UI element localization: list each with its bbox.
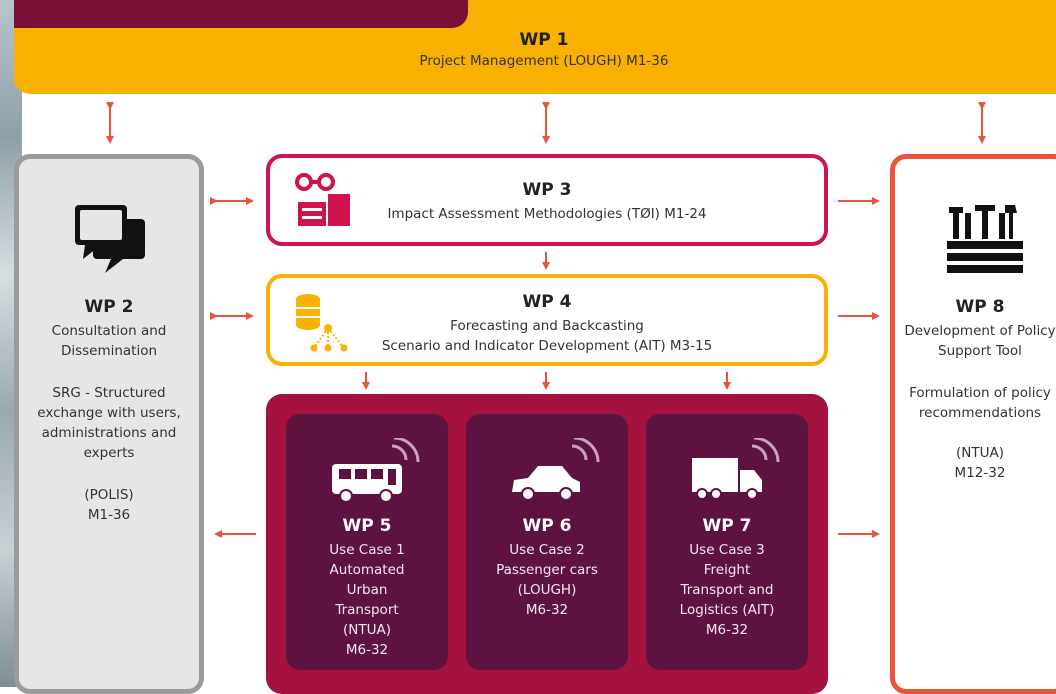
connected-bus-icon [332,438,420,503]
wp1-subtitle: Project Management (LOUGH) M1-36 [419,53,669,69]
wp2-desc2: SRG - Structured exchange with users, ad… [37,385,181,461]
wp8-desc1: Development of Policy Support Tool [904,323,1056,359]
connected-car-icon [512,438,600,501]
use-cases-container: WP 5 Use Case 1 Automated Urban Transpor… [266,394,828,694]
wp2-desc3: (POLIS) M1-36 [84,487,134,523]
wp3-box: WP 3 Impact Assessment Methodologies (TØ… [266,154,828,246]
wp8-box: WP 8 Development of Policy Support Tool … [890,154,1056,694]
wp4-title: WP 4 [522,292,572,312]
wp5-text: Use Case 1 Automated Urban Transport (NT… [329,542,405,658]
wp3-subtitle: Impact Assessment Methodologies (TØI) M1… [387,206,707,222]
wp2-box: WP 2 Consultation and Dissemination SRG … [14,154,204,694]
wp8-desc2: Formulation of policy recommendations [909,385,1051,421]
wp1-box: WP 1 Project Management (LOUGH) M1-36 [14,0,1056,94]
maroon-header-tab [14,0,468,28]
wp5-card: WP 5 Use Case 1 Automated Urban Transpor… [286,414,448,670]
connected-truck-icon [692,438,780,500]
wp4-box: WP 4 Forecasting and Backcasting Scenari… [266,274,828,366]
toolbox-icon [947,205,1023,273]
wp7-card: WP 7 Use Case 3 Freight Transport and Lo… [646,414,808,670]
wp7-title: WP 7 [702,516,752,536]
wp4-line1: Forecasting and Backcasting [450,318,644,334]
wp6-card: WP 6 Use Case 2 Passenger cars (LOUGH) M… [466,414,628,670]
wp6-title: WP 6 [522,516,572,536]
wp6-text: Use Case 2 Passenger cars (LOUGH) M6-32 [496,542,598,618]
wp5-title: WP 5 [342,516,392,536]
glasses-documents-icon [295,173,350,226]
wp2-desc1: Consultation and Dissemination [51,323,167,359]
wp8-title: WP 8 [955,297,1005,317]
wp1-title: WP 1 [519,30,569,50]
wp4-line2: Scenario and Indicator Development (AIT)… [381,338,713,354]
database-network-icon [296,294,348,352]
wp2-title: WP 2 [84,297,134,317]
wp3-title: WP 3 [522,180,572,200]
wp7-text: Use Case 3 Freight Transport and Logisti… [679,542,775,638]
wp8-desc3: (NTUA) M12-32 [954,445,1006,481]
chat-bubbles-icon [75,205,145,273]
